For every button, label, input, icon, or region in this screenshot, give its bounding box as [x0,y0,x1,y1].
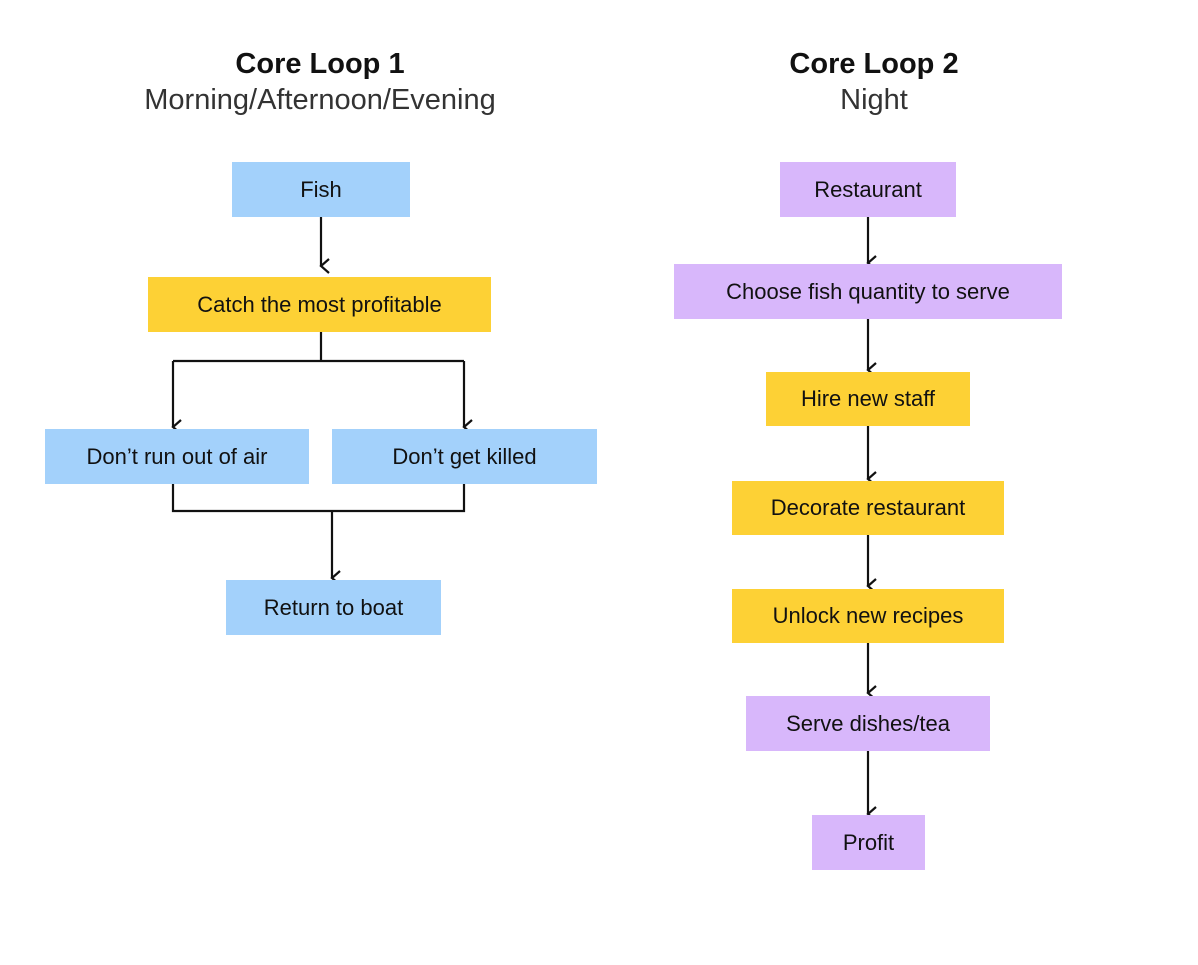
connector-merge [171,484,466,513]
node-profit: Profit [812,815,925,870]
node-fish: Fish [232,162,410,217]
loop1-heading: Core Loop 1 Morning/Afternoon/Evening [110,46,530,118]
loop1-title: Core Loop 1 [235,48,405,80]
node-return-to-boat: Return to boat [226,580,441,635]
loop1-subtitle: Morning/Afternoon/Evening [144,84,496,116]
node-hire-new-staff: Hire new staff [766,372,970,426]
node-dont-run-out-of-air: Don’t run out of air [45,429,309,484]
node-choose-fish-quantity: Choose fish quantity to serve [674,264,1062,319]
node-unlock-new-recipes: Unlock new recipes [732,589,1004,643]
loop2-title: Core Loop 2 [789,48,959,80]
node-serve-dishes-tea: Serve dishes/tea [746,696,990,751]
node-dont-get-killed: Don’t get killed [332,429,597,484]
node-decorate-restaurant: Decorate restaurant [732,481,1004,535]
node-catch-most-profitable: Catch the most profitable [148,277,491,332]
node-restaurant: Restaurant [780,162,956,217]
connector-catch-split [173,332,464,363]
loop2-heading: Core Loop 2 Night [664,46,1084,118]
loop2-subtitle: Night [840,84,908,116]
